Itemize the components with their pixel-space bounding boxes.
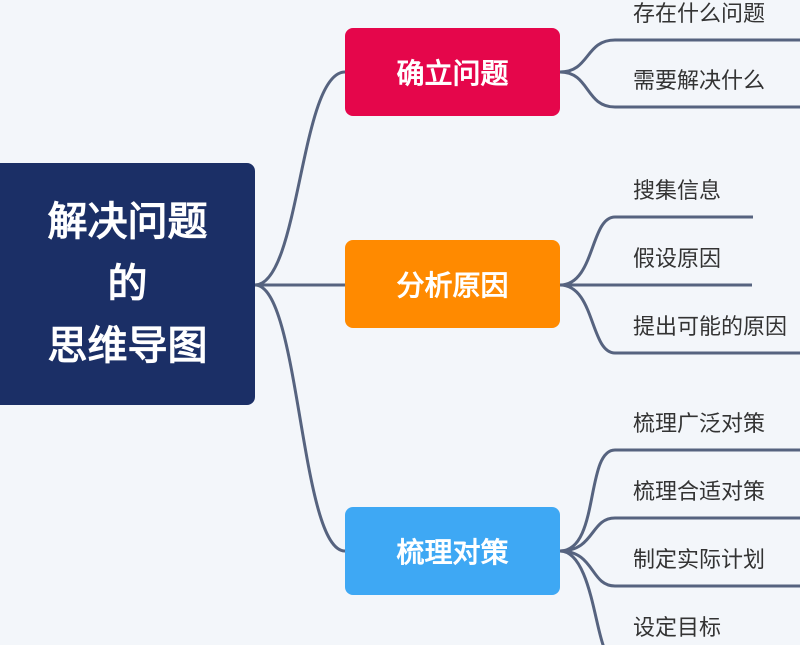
link-branch2-leaf3	[559, 283, 800, 355]
link-branch3-leaf3	[559, 549, 800, 588]
leaf-node[interactable]: 设定目标	[633, 616, 722, 641]
branch-node-countermeasures[interactable]: 梳理对策	[345, 507, 560, 595]
branch-node-define-problem[interactable]: 确立问题	[345, 28, 560, 116]
link-branch3-leaf1	[559, 448, 800, 553]
link-branch1-leaf1	[559, 38, 800, 74]
root-line: 思维导图	[47, 323, 208, 369]
link-root-branch3	[254, 283, 346, 553]
leaf-node[interactable]: 需要解决什么	[633, 69, 766, 94]
link-branch2-leaf1	[559, 215, 753, 287]
leaf-node[interactable]: 制定实际计划	[633, 548, 766, 573]
branch-node-analyze-cause[interactable]: 分析原因	[345, 240, 560, 328]
root-node[interactable]: 解决问题 的 思维导图	[0, 163, 255, 405]
leaf-node[interactable]: 提出可能的原因	[633, 315, 788, 340]
leaf-node[interactable]: 搜集信息	[633, 179, 722, 204]
link-branch1-leaf2	[559, 70, 800, 109]
link-branch3-leaf2	[559, 516, 800, 553]
leaf-node[interactable]: 存在什么问题	[633, 2, 766, 27]
leaf-node[interactable]: 梳理广泛对策	[633, 412, 766, 437]
root-line: 解决问题	[47, 199, 208, 245]
leaf-node[interactable]: 假设原因	[633, 247, 722, 272]
link-root-branch1	[254, 70, 346, 287]
leaf-node[interactable]: 梳理合适对策	[633, 480, 766, 505]
root-line: 的	[107, 261, 148, 307]
link-branch3-leaf4	[559, 549, 605, 645]
